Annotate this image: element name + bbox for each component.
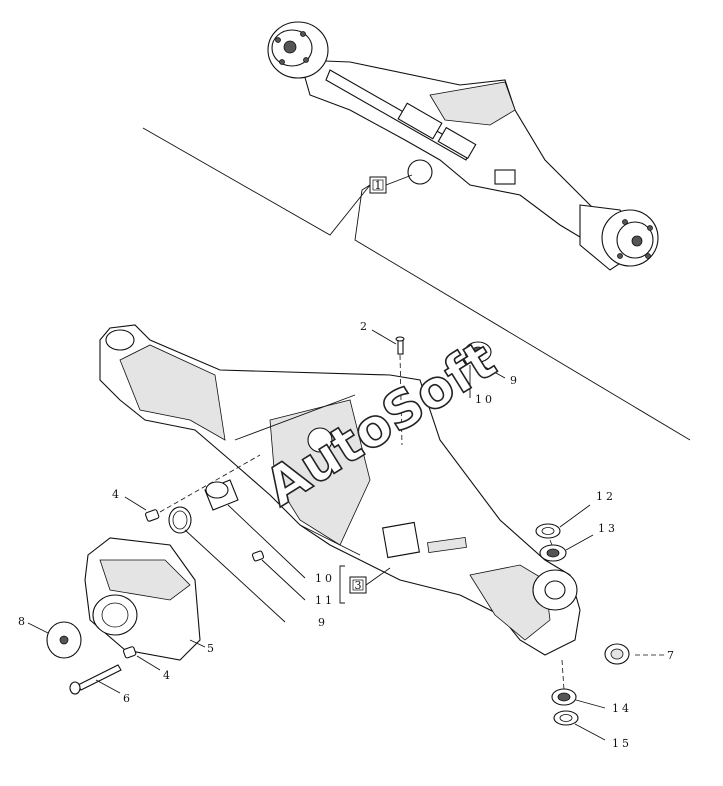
- callout-7: 7: [667, 649, 677, 662]
- axis-line-2: [399, 354, 403, 446]
- callout-14: 14: [612, 702, 632, 715]
- callout-4-bottom: 4: [163, 669, 173, 682]
- axis-line-12-13: [549, 539, 553, 546]
- callout-6: 6: [123, 692, 133, 705]
- part-6-bolt: [69, 664, 122, 695]
- callout-4-left: 4: [112, 488, 122, 501]
- leader-9-top: [475, 361, 506, 379]
- axis-line-14-15: [561, 659, 565, 691]
- ref-box-1-label: 1: [375, 179, 382, 192]
- part-14-bearing: [551, 688, 577, 706]
- axis-line-bushing: [159, 454, 261, 513]
- leader-2: [371, 329, 397, 345]
- leader-8: [27, 622, 49, 634]
- ref-box-1: 1: [369, 176, 387, 194]
- leader-9-bottom: [184, 529, 286, 623]
- callout-11: 11: [315, 594, 335, 607]
- part-4-pin-bottom: [122, 646, 137, 659]
- assembled-axle-illustration: [267, 21, 659, 271]
- callout-12: 12: [596, 490, 616, 503]
- part-2-screw: [395, 336, 405, 355]
- part-9-10-seal-top: [464, 341, 492, 363]
- ref-box-3-label: 3: [355, 579, 362, 592]
- leader-14: [575, 699, 606, 709]
- part-4-pin-left: [145, 509, 160, 522]
- callout-5: 5: [207, 642, 217, 655]
- callout-15: 15: [612, 737, 632, 750]
- callout-10-top: 10: [475, 393, 495, 406]
- leader-1: [385, 174, 413, 186]
- callout-10-bottom: 10: [315, 572, 335, 585]
- axle-housing-illustration: [99, 324, 581, 656]
- bracket-10-11: [339, 565, 345, 604]
- part-5-housing: [84, 537, 201, 661]
- leader-10-bottom: [227, 504, 306, 579]
- leader-3: [365, 567, 391, 586]
- part-13-bearing: [539, 544, 567, 562]
- section-divider-line: [142, 127, 691, 441]
- leader-6: [95, 679, 121, 694]
- callout-9-bottom: 9: [318, 616, 328, 629]
- leader-12: [559, 504, 591, 528]
- leader-5: [189, 639, 206, 648]
- callout-9-top: 9: [510, 374, 520, 387]
- leader-4-left: [124, 496, 147, 511]
- part-10-bushing: [204, 479, 239, 511]
- ref-box-3: 3: [349, 576, 367, 594]
- callout-8: 8: [18, 615, 28, 628]
- leader-15: [574, 723, 606, 741]
- callout-2: 2: [360, 320, 370, 333]
- callout-13: 13: [598, 522, 618, 535]
- part-11-pin: [251, 550, 265, 562]
- leader-11: [261, 559, 306, 601]
- leader-4-bottom: [136, 655, 161, 671]
- leader-13: [565, 534, 594, 551]
